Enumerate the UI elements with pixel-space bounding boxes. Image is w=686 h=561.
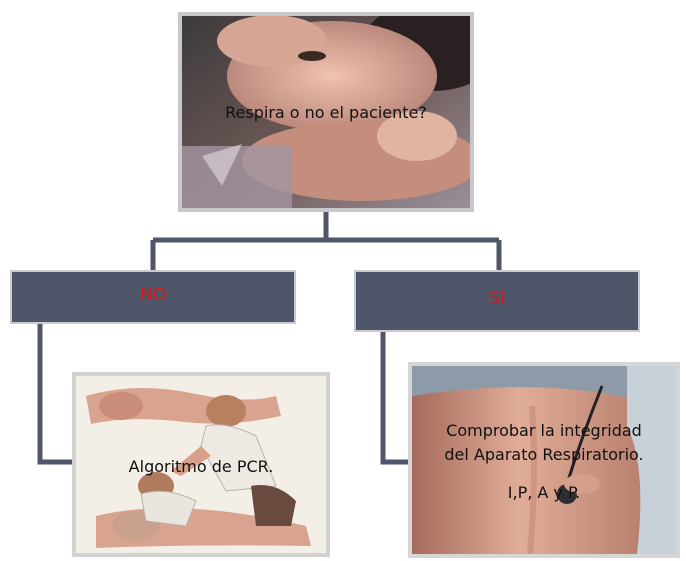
result-node-respiratory: Comprobar la integridad del Aparato Resp… (408, 362, 680, 558)
respiratory-result-line-2: del Aparato Respiratorio. (412, 444, 676, 466)
result-node-pcr: Algoritmo de PCR. (72, 372, 330, 557)
pcr-result-text: Algoritmo de PCR. (76, 456, 326, 478)
no-to-pcr-line (40, 324, 72, 462)
branch-label-si: SÍ (354, 270, 640, 332)
respiratory-result-line-1: Comprobar la integridad (412, 420, 676, 442)
respiratory-result-line-3: I,P, A y P. (412, 482, 676, 504)
branch-label-no: NO (10, 270, 296, 324)
si-to-resp-line (383, 332, 408, 462)
question-text: Respira o no el paciente? (182, 102, 470, 124)
question-node: Respira o no el paciente? (178, 12, 474, 212)
